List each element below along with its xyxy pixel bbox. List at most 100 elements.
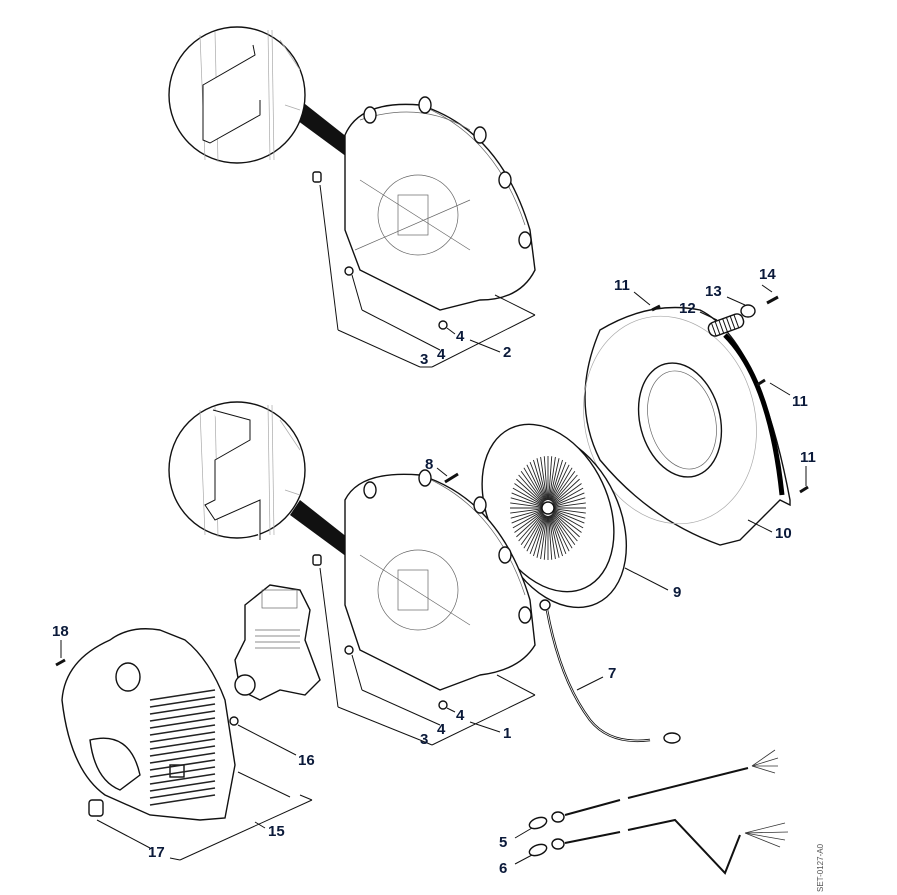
- impeller-blade: [553, 509, 586, 519]
- leader-9: [624, 567, 669, 591]
- impeller-blade: [540, 456, 548, 501]
- fan-housing-lower: [344, 469, 536, 691]
- shroud-vent: [149, 773, 216, 785]
- shroud-vent: [149, 752, 216, 764]
- callout-1: 1: [503, 725, 511, 742]
- impeller-blade: [551, 470, 576, 503]
- callout-18: 18: [52, 623, 69, 640]
- impeller-blade: [526, 464, 546, 502]
- impeller-blade: [518, 474, 544, 504]
- impeller-blade: [512, 487, 543, 506]
- impeller-blade: [548, 515, 553, 560]
- impeller-blade: [529, 461, 546, 502]
- impeller-blade: [548, 456, 553, 501]
- impeller-blade: [550, 514, 570, 552]
- callout-10: 10: [775, 525, 792, 542]
- ground-cable-part-7: [539, 599, 681, 744]
- impeller-blade: [540, 515, 548, 560]
- cap-part-13: [740, 304, 756, 318]
- callout-11: 11: [800, 449, 816, 466]
- blower-cover-part-10: [583, 306, 791, 546]
- impeller-blade: [511, 492, 543, 507]
- screw-part-11-right: [756, 378, 766, 387]
- shroud-vent: [149, 794, 216, 806]
- shroud-vent: [149, 724, 216, 736]
- impeller-blade: [518, 512, 544, 542]
- screw-part-8: [444, 472, 459, 484]
- callout-2: 2: [503, 344, 511, 361]
- callout-3: 3: [420, 351, 428, 368]
- shroud-vent: [149, 703, 216, 715]
- shroud-vent: [149, 731, 216, 743]
- impeller-blade: [543, 456, 548, 501]
- callout-13: 13: [705, 283, 722, 300]
- plug-part-3-upper: [312, 171, 322, 183]
- impeller-blade: [514, 511, 543, 533]
- impeller-blade: [533, 459, 547, 501]
- shroud-vent: [149, 738, 216, 750]
- callout-15: 15: [268, 823, 285, 840]
- impeller-blade: [552, 478, 580, 504]
- impeller-blade: [510, 497, 543, 507]
- impeller-blade: [536, 515, 547, 558]
- plug-part-17: [88, 799, 104, 817]
- shroud-vent: [149, 766, 216, 778]
- callout-4: 4: [456, 707, 465, 724]
- impeller-blade: [536, 458, 547, 501]
- impeller-blade: [549, 515, 563, 557]
- impeller-blade: [553, 483, 582, 505]
- impeller-blade: [548, 456, 556, 501]
- impeller-blade: [523, 467, 545, 503]
- engine-assembly: [234, 584, 321, 701]
- shroud-vent: [149, 689, 216, 701]
- screw-part-11-lower: [799, 485, 809, 494]
- callout-8: 8: [425, 456, 433, 473]
- impeller-blade: [551, 467, 573, 503]
- leader-lines-lower: [319, 567, 536, 746]
- impeller-blade: [520, 470, 545, 503]
- impeller-blade: [550, 461, 567, 502]
- callout-5: 5: [499, 834, 507, 851]
- leader-8: [436, 467, 448, 477]
- leader-lines-upper: [319, 184, 536, 368]
- impeller-blade: [551, 513, 573, 549]
- shroud-vent: [149, 696, 216, 708]
- spring-part-12: [707, 313, 745, 337]
- impeller-blade: [549, 458, 560, 501]
- impeller-blade: [549, 515, 560, 558]
- impeller-blade: [553, 510, 584, 529]
- callout-16: 16: [298, 752, 315, 769]
- nut-part-4-upper-a: [344, 266, 354, 276]
- callout-7: 7: [608, 665, 616, 682]
- impeller-blade: [510, 502, 543, 508]
- callout-4: 4: [437, 721, 446, 738]
- impeller-part-9: [481, 423, 628, 609]
- leader-lines-cables: [514, 827, 533, 865]
- impeller-blade: [553, 492, 585, 507]
- drawing-code: SET-0127-A0: [816, 843, 825, 892]
- impeller-blade: [553, 508, 586, 514]
- impeller-blade: [552, 474, 578, 504]
- shroud-vent: [149, 710, 216, 722]
- grommet-part-16: [229, 716, 239, 726]
- shroud-vent: [149, 759, 216, 771]
- impeller-blade: [529, 514, 546, 555]
- shroud-vent: [149, 787, 216, 799]
- callout-3: 3: [420, 731, 428, 748]
- throttle-cable-part-5: [528, 749, 779, 830]
- stop-cable-part-6: [528, 818, 789, 875]
- impeller-blade: [553, 511, 582, 533]
- impeller-blade: [523, 513, 545, 549]
- callout-4: 4: [437, 346, 446, 363]
- impeller-blade: [510, 508, 543, 514]
- leader-lines-right: [633, 284, 807, 533]
- leader-lines-shroud: [60, 640, 313, 861]
- nut-part-4-lower-a: [344, 645, 354, 655]
- callout-14: 14: [759, 266, 776, 283]
- impeller-blade: [551, 513, 576, 546]
- fan-housing-upper: [344, 96, 536, 311]
- impeller-blade: [533, 515, 547, 557]
- callout-4: 4: [456, 328, 465, 345]
- impeller-blade: [550, 464, 570, 502]
